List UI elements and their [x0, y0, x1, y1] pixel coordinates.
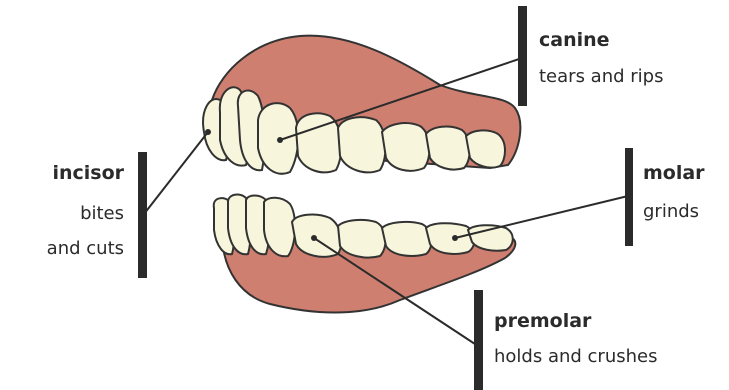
lower-premolar-2 — [338, 220, 386, 258]
canine-term: canine — [539, 29, 610, 51]
lower-canine — [264, 198, 295, 257]
premolar-bar — [474, 290, 483, 390]
upper-premolar-2 — [338, 117, 386, 172]
incisor-dot — [205, 129, 211, 135]
lower-teeth — [214, 195, 513, 258]
canine-dot — [277, 137, 283, 143]
incisor-desc-line2: and cuts — [47, 238, 124, 259]
molar-term: molar — [643, 162, 705, 184]
molar-bar — [625, 148, 633, 246]
premolar-dot — [311, 235, 317, 241]
incisor-desc-line1: bites — [80, 203, 124, 224]
incisor-bar — [138, 152, 147, 278]
incisor-pointer — [144, 132, 208, 214]
upper-molar-1 — [382, 123, 430, 171]
canine-bar — [518, 6, 527, 106]
incisor-term: incisor — [52, 162, 124, 184]
molar-desc: grinds — [643, 201, 699, 222]
molar-dot — [452, 235, 458, 241]
canine-desc: tears and rips — [539, 66, 663, 87]
premolar-desc: holds and crushes — [494, 346, 657, 367]
premolar-term: premolar — [494, 310, 592, 332]
lower-molar-1 — [382, 222, 432, 256]
molar-pointer — [455, 196, 628, 238]
